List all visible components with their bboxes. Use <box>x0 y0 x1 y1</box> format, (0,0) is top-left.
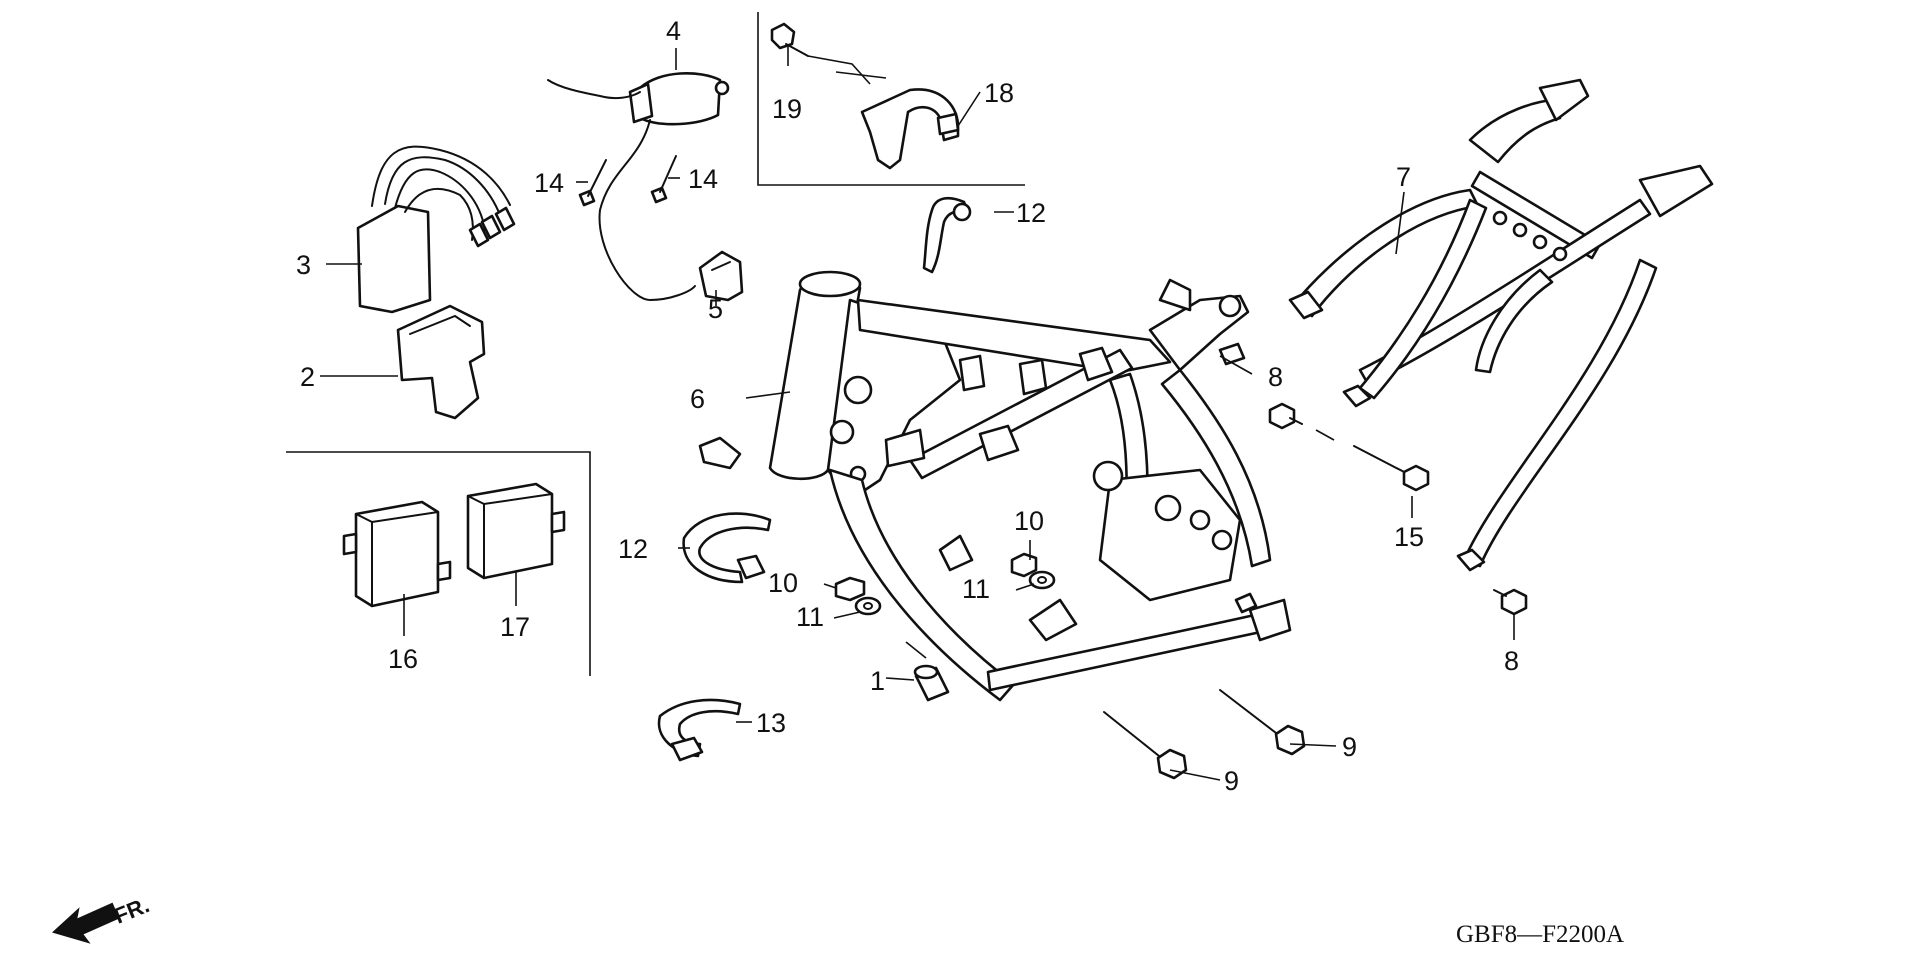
front-label: FR. <box>111 892 153 928</box>
callout-13: 13 <box>756 708 786 738</box>
callout-10a: 10 <box>768 568 798 598</box>
washer-11-left <box>854 596 882 616</box>
callout-3: 3 <box>296 250 311 280</box>
callout-5: 5 <box>708 294 723 324</box>
callout-9b: 9 <box>1342 732 1357 762</box>
bolt-8-lower <box>1493 588 1528 616</box>
clamp-12-upper <box>922 196 972 274</box>
cdi-rubber-mount <box>396 304 486 420</box>
diagram-code: GBF8—F2200A <box>1456 921 1624 948</box>
collar-1 <box>913 664 950 702</box>
callout-2: 2 <box>300 362 315 392</box>
main-frame <box>698 270 1292 702</box>
bolt-8-upper <box>1268 402 1303 430</box>
callout-labels: 1 2 3 4 5 6 7 8 8 9 9 10 10 11 11 12 12 … <box>296 16 1519 796</box>
front-direction-arrow: FR. <box>52 892 153 944</box>
callout-9a: 9 <box>1224 766 1239 796</box>
callout-12a: 12 <box>1016 198 1046 228</box>
rear-subframe <box>1288 78 1714 572</box>
cdi-unit <box>356 145 516 314</box>
clamp-12-lower <box>682 512 772 584</box>
callout-10b: 10 <box>1014 506 1044 536</box>
ignition-coil <box>547 72 730 302</box>
relay-16 <box>342 500 452 608</box>
nut-10-left <box>834 576 866 602</box>
callout-8b: 8 <box>1504 646 1519 676</box>
bolt-15 <box>1353 445 1430 492</box>
bolts-14 <box>578 155 677 207</box>
leader-lines <box>320 44 1515 781</box>
callout-8a: 8 <box>1268 362 1283 392</box>
callout-1: 1 <box>870 666 885 696</box>
callout-4: 4 <box>666 16 681 46</box>
nut-10-right <box>1010 552 1038 578</box>
bolt-9-lower <box>1103 711 1188 780</box>
bracket-18 <box>860 88 960 170</box>
section-dividers <box>286 12 1025 676</box>
callout-11b: 11 <box>962 574 990 604</box>
spark-plug-cap <box>698 250 744 302</box>
callout-18: 18 <box>984 78 1014 108</box>
callout-17: 17 <box>500 612 530 642</box>
callout-14a: 14 <box>534 168 564 198</box>
callout-14b: 14 <box>688 164 718 194</box>
callout-16: 16 <box>388 644 418 674</box>
washer-11-right <box>1028 570 1056 590</box>
callout-7: 7 <box>1396 162 1411 192</box>
clamp-13 <box>657 698 742 762</box>
callout-12b: 12 <box>618 534 648 564</box>
bolt-9-upper <box>1219 689 1306 756</box>
callout-15: 15 <box>1394 522 1424 552</box>
callout-19: 19 <box>772 94 802 124</box>
callout-11a: 11 <box>796 602 824 632</box>
bolt-19 <box>770 22 809 57</box>
callout-6: 6 <box>690 384 705 414</box>
arrow-left-icon <box>52 902 120 944</box>
relay-17 <box>466 482 566 580</box>
